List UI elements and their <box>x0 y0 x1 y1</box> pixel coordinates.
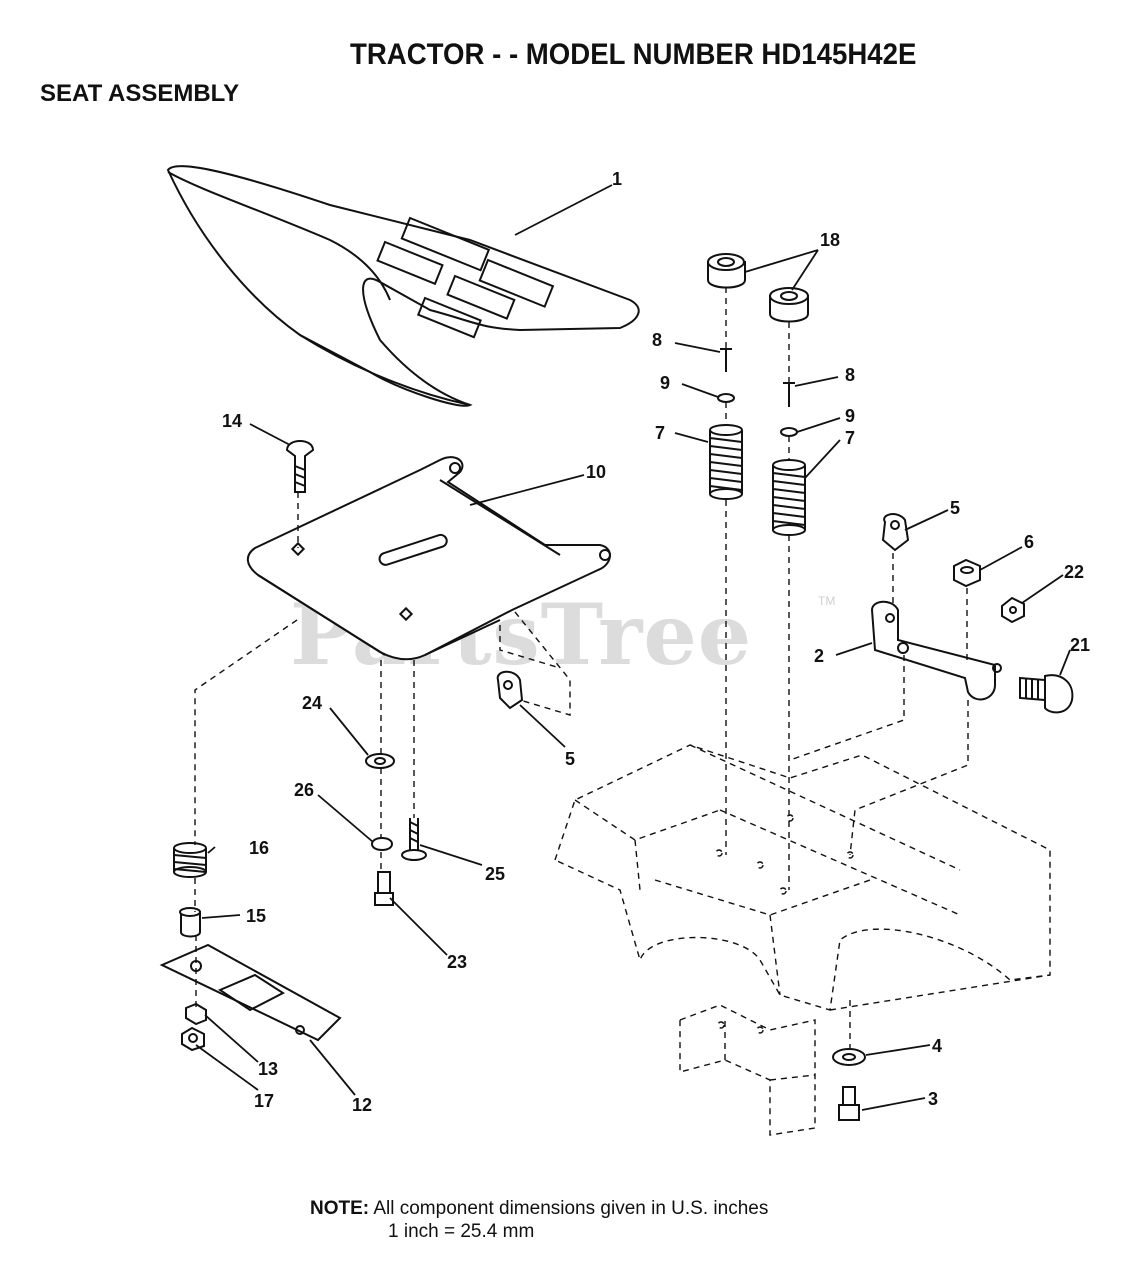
callout-3: 3 <box>928 1089 938 1109</box>
callout-7-left: 7 <box>655 423 665 443</box>
callout-8-left: 8 <box>652 330 662 350</box>
note-label: NOTE: <box>310 1198 370 1219</box>
callout-14: 14 <box>222 411 242 431</box>
callout-15: 15 <box>246 906 266 926</box>
carriage-bolt-part <box>285 440 315 493</box>
callout-4: 4 <box>932 1036 942 1056</box>
assembly-subtitle: SEAT ASSEMBLY <box>40 80 240 107</box>
callout-5-left: 5 <box>565 749 575 769</box>
callout-16: 16 <box>249 838 269 858</box>
callout-1: 1 <box>612 169 622 189</box>
callout-21: 21 <box>1070 635 1090 655</box>
assembly-lines <box>194 287 969 1048</box>
springs-part-7 <box>709 424 806 536</box>
callout-2: 2 <box>814 646 824 666</box>
callout-13: 13 <box>258 1059 278 1079</box>
callout-9-left: 9 <box>660 373 670 393</box>
callout-12: 12 <box>352 1095 372 1115</box>
callout-8-right: 8 <box>845 365 855 385</box>
clip-parts <box>496 513 910 710</box>
callout-17: 17 <box>254 1091 274 1111</box>
note-line-2: 1 inch = 25.4 mm <box>388 1221 535 1242</box>
callout-7-right: 7 <box>845 428 855 448</box>
diagram-title: TRACTOR - - MODEL NUMBER HD145H42E <box>350 38 917 71</box>
bracket-part <box>870 600 1002 701</box>
screws-and-washers <box>717 348 798 437</box>
tractor-frame-outline <box>554 744 1051 1136</box>
callout-25: 25 <box>485 864 505 884</box>
seat-pan-part <box>246 456 611 661</box>
watermark-trademark: TM <box>818 594 836 608</box>
callout-26: 26 <box>294 780 314 800</box>
lower-mount-parts <box>159 842 342 1052</box>
callout-10: 10 <box>586 462 606 482</box>
callout-23: 23 <box>447 952 467 972</box>
leader-lines <box>195 184 1071 1111</box>
callout-5-right: 5 <box>950 498 960 518</box>
shoulder-bolt-part <box>1019 674 1074 714</box>
note: NOTE: All component dimensions given in … <box>310 1198 768 1220</box>
note-line-1: All component dimensions given in U.S. i… <box>373 1198 769 1219</box>
callout-22: 22 <box>1064 562 1084 582</box>
lower-hardware-parts <box>365 753 427 906</box>
callout-9-right: 9 <box>845 406 855 426</box>
spacer-parts <box>707 253 809 323</box>
washer-bolt-parts <box>832 1048 866 1121</box>
callout-18: 18 <box>820 230 840 250</box>
seat-part <box>166 165 640 407</box>
nut-parts <box>953 558 1025 624</box>
callout-labels: 1 18 8 8 9 9 7 7 14 10 5 6 22 2 21 5 24 … <box>222 169 1090 1115</box>
callout-24: 24 <box>302 693 322 713</box>
callout-6: 6 <box>1024 532 1034 552</box>
